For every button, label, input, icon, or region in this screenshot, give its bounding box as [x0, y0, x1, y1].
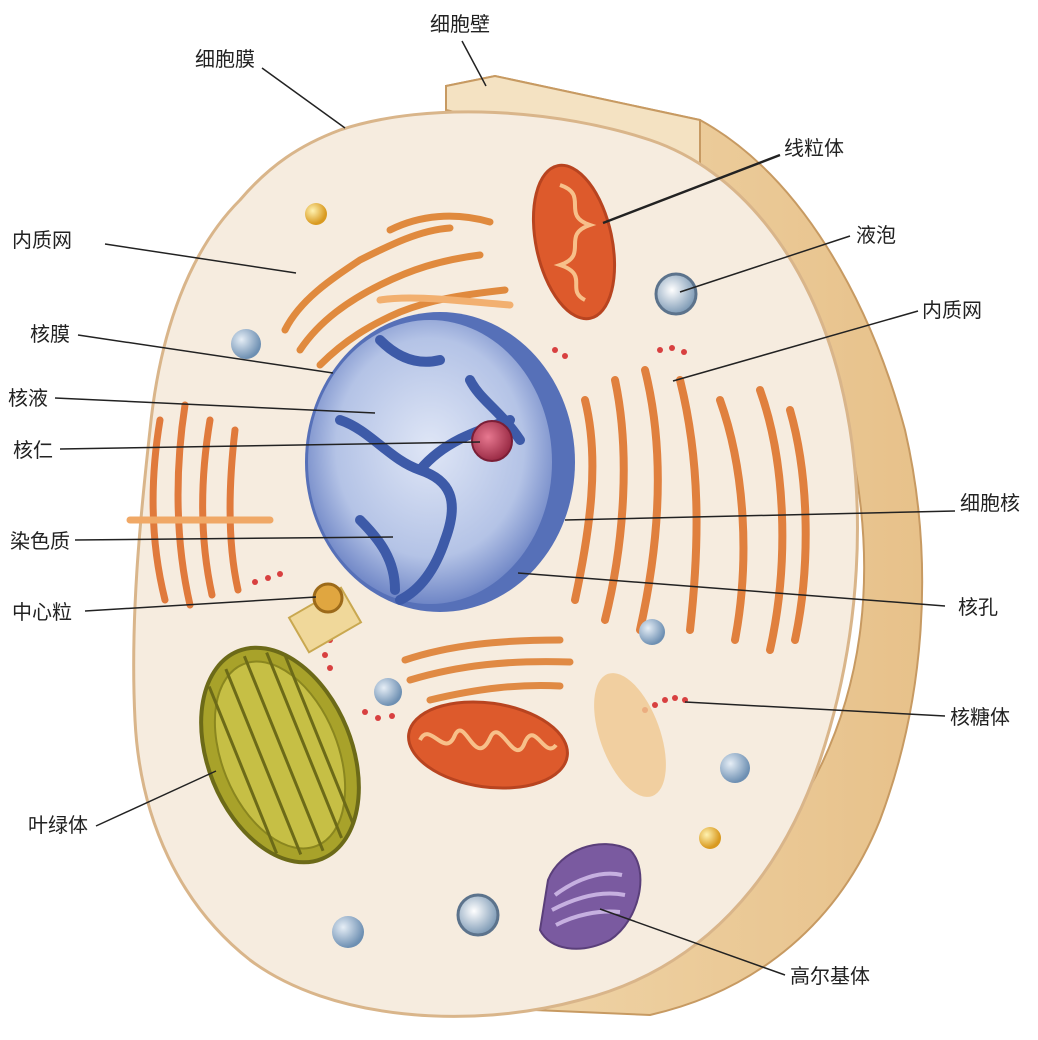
label-cell-membrane: 细胞膜 [195, 47, 255, 71]
label-er-left: 内质网 [12, 228, 72, 252]
label-nuclear-pore: 核孔 [958, 595, 998, 619]
label-centriole: 中心粒 [12, 600, 72, 624]
vacuole-bottom [458, 895, 498, 935]
label-er-right: 内质网 [922, 298, 982, 322]
label-nucleus: 细胞核 [960, 491, 1020, 515]
label-golgi: 高尔基体 [790, 964, 870, 988]
nucleus [305, 312, 575, 612]
label-nucleoplasm: 核液 [8, 386, 48, 410]
label-nucleolus: 核仁 [13, 438, 53, 462]
label-chromatin: 染色质 [10, 529, 70, 553]
label-vacuole: 液泡 [856, 223, 896, 247]
label-mitochondrion: 线粒体 [784, 136, 844, 160]
label-nuclear-envelope: 核膜 [30, 322, 70, 346]
label-chloroplast: 叶绿体 [28, 813, 88, 837]
nucleolus [472, 421, 512, 461]
label-ribosome: 核糖体 [950, 705, 1010, 729]
label-cell-wall: 细胞壁 [430, 12, 490, 36]
vacuole-top [656, 274, 696, 314]
